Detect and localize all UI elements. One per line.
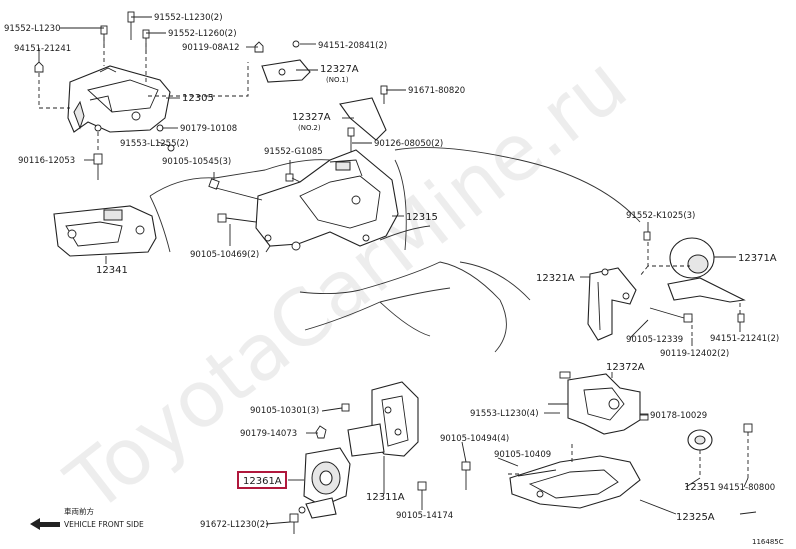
label-91552-l1230-left[interactable]: 91552-L1230	[4, 24, 60, 34]
diagram-code: 116485C	[752, 538, 784, 546]
label-no1: (NO.1)	[326, 76, 349, 84]
label-90105-10494[interactable]: 90105-10494(4)	[440, 434, 509, 444]
leader-lines	[38, 16, 757, 525]
bolts-12361a	[289, 403, 427, 534]
mount-12351	[687, 423, 753, 478]
part-labels: 91552-L1230(2) 91552-L1230 91552-L1260(2…	[4, 13, 779, 460]
bracket-12325a	[509, 455, 641, 509]
label-91552-k1025[interactable]: 91552-K1025(3)	[626, 211, 695, 221]
label-91671-80820[interactable]: 91671-80820	[408, 86, 465, 96]
mount-bracket-12305	[67, 65, 171, 133]
label-12305[interactable]: 12305	[182, 93, 214, 104]
bolts-12315	[208, 173, 301, 223]
highlight-box-12361a	[237, 471, 287, 489]
label-91553-l1255[interactable]: 91553-L1255(2)	[120, 139, 189, 149]
label-90105-10409[interactable]: 90105-10409	[494, 450, 551, 460]
mount-bracket-12321a	[587, 267, 637, 341]
label-91672-l1230[interactable]: 91672-L1230(2)	[200, 520, 269, 530]
bolt-90105-12339	[649, 307, 693, 338]
engine-mount-bracket-12315	[255, 149, 399, 251]
bracket-12327a-no1	[261, 40, 311, 83]
label-90179-14073[interactable]: 90179-14073	[240, 429, 297, 439]
label-91553-l1230[interactable]: 91553-L1230(4)	[470, 409, 539, 419]
label-94151-20841[interactable]: 94151-20841(2)	[318, 41, 387, 51]
label-90119-12402[interactable]: 90119-12402(2)	[660, 349, 729, 359]
label-90105-10545[interactable]: 90105-10545(3)	[162, 157, 231, 167]
label-90126-08050[interactable]: 90126-08050(2)	[374, 139, 443, 149]
label-12327a-no1[interactable]: 12327A	[320, 64, 359, 75]
label-12372a[interactable]: 12372A	[606, 362, 645, 373]
front-arrow-icon	[30, 518, 60, 530]
direction-jp: 車両前方	[64, 506, 94, 516]
label-12321a[interactable]: 12321A	[536, 273, 575, 284]
engine-outline	[149, 147, 641, 353]
label-12325a[interactable]: 12325A	[676, 512, 715, 523]
label-90105-10469[interactable]: 90105-10469(2)	[190, 250, 259, 260]
label-90178-10029[interactable]: 90178-10029	[650, 411, 707, 421]
label-12315[interactable]: 12315	[406, 212, 438, 223]
label-94151-21241-right[interactable]: 94151-21241(2)	[710, 334, 779, 344]
bracket-12327a-no2	[339, 85, 388, 162]
label-12327a-no2[interactable]: 12327A	[292, 112, 331, 123]
label-91552-l1260[interactable]: 91552-L1260(2)	[168, 29, 237, 39]
direction-en: VEHICLE FRONT SIDE	[64, 520, 144, 529]
label-12351[interactable]: 12351	[684, 482, 716, 493]
vehicle-front-indicator: 車両前方 VEHICLE FRONT SIDE	[30, 506, 144, 530]
label-90105-12339[interactable]: 90105-12339	[626, 335, 683, 345]
bracket-12311a	[347, 381, 419, 457]
part-labels-bottom: 12351 94151-80800 12311A 90105-14174 916…	[200, 482, 784, 546]
bolts-12372a	[461, 413, 649, 490]
label-91552-g1085[interactable]: 91552-G1085	[264, 147, 323, 157]
label-94151-80800[interactable]: 94151-80800	[718, 483, 775, 493]
label-12361a[interactable]: 12361A	[243, 476, 282, 487]
label-90116-12053[interactable]: 90116-12053	[18, 156, 75, 166]
label-91552-l1230-top[interactable]: 91552-L1230(2)	[154, 13, 223, 23]
mount-12341	[53, 205, 157, 257]
label-90105-10301[interactable]: 90105-10301(3)	[250, 406, 319, 416]
label-90179-10108[interactable]: 90179-10108	[180, 124, 237, 134]
mount-insulator-12372a	[559, 371, 641, 435]
label-94151-21241-left[interactable]: 94151-21241	[14, 44, 71, 54]
label-90105-14174[interactable]: 90105-14174	[396, 511, 453, 521]
label-12341[interactable]: 12341	[96, 265, 128, 276]
label-12311a[interactable]: 12311A	[366, 492, 405, 503]
label-12371a[interactable]: 12371A	[738, 253, 777, 264]
mount-insulator-12371a	[643, 231, 746, 323]
engine-mount-insulator-12361a	[298, 447, 351, 519]
label-no2: (NO.2)	[298, 124, 321, 132]
label-90119-08a12[interactable]: 90119-08A12	[182, 43, 240, 53]
